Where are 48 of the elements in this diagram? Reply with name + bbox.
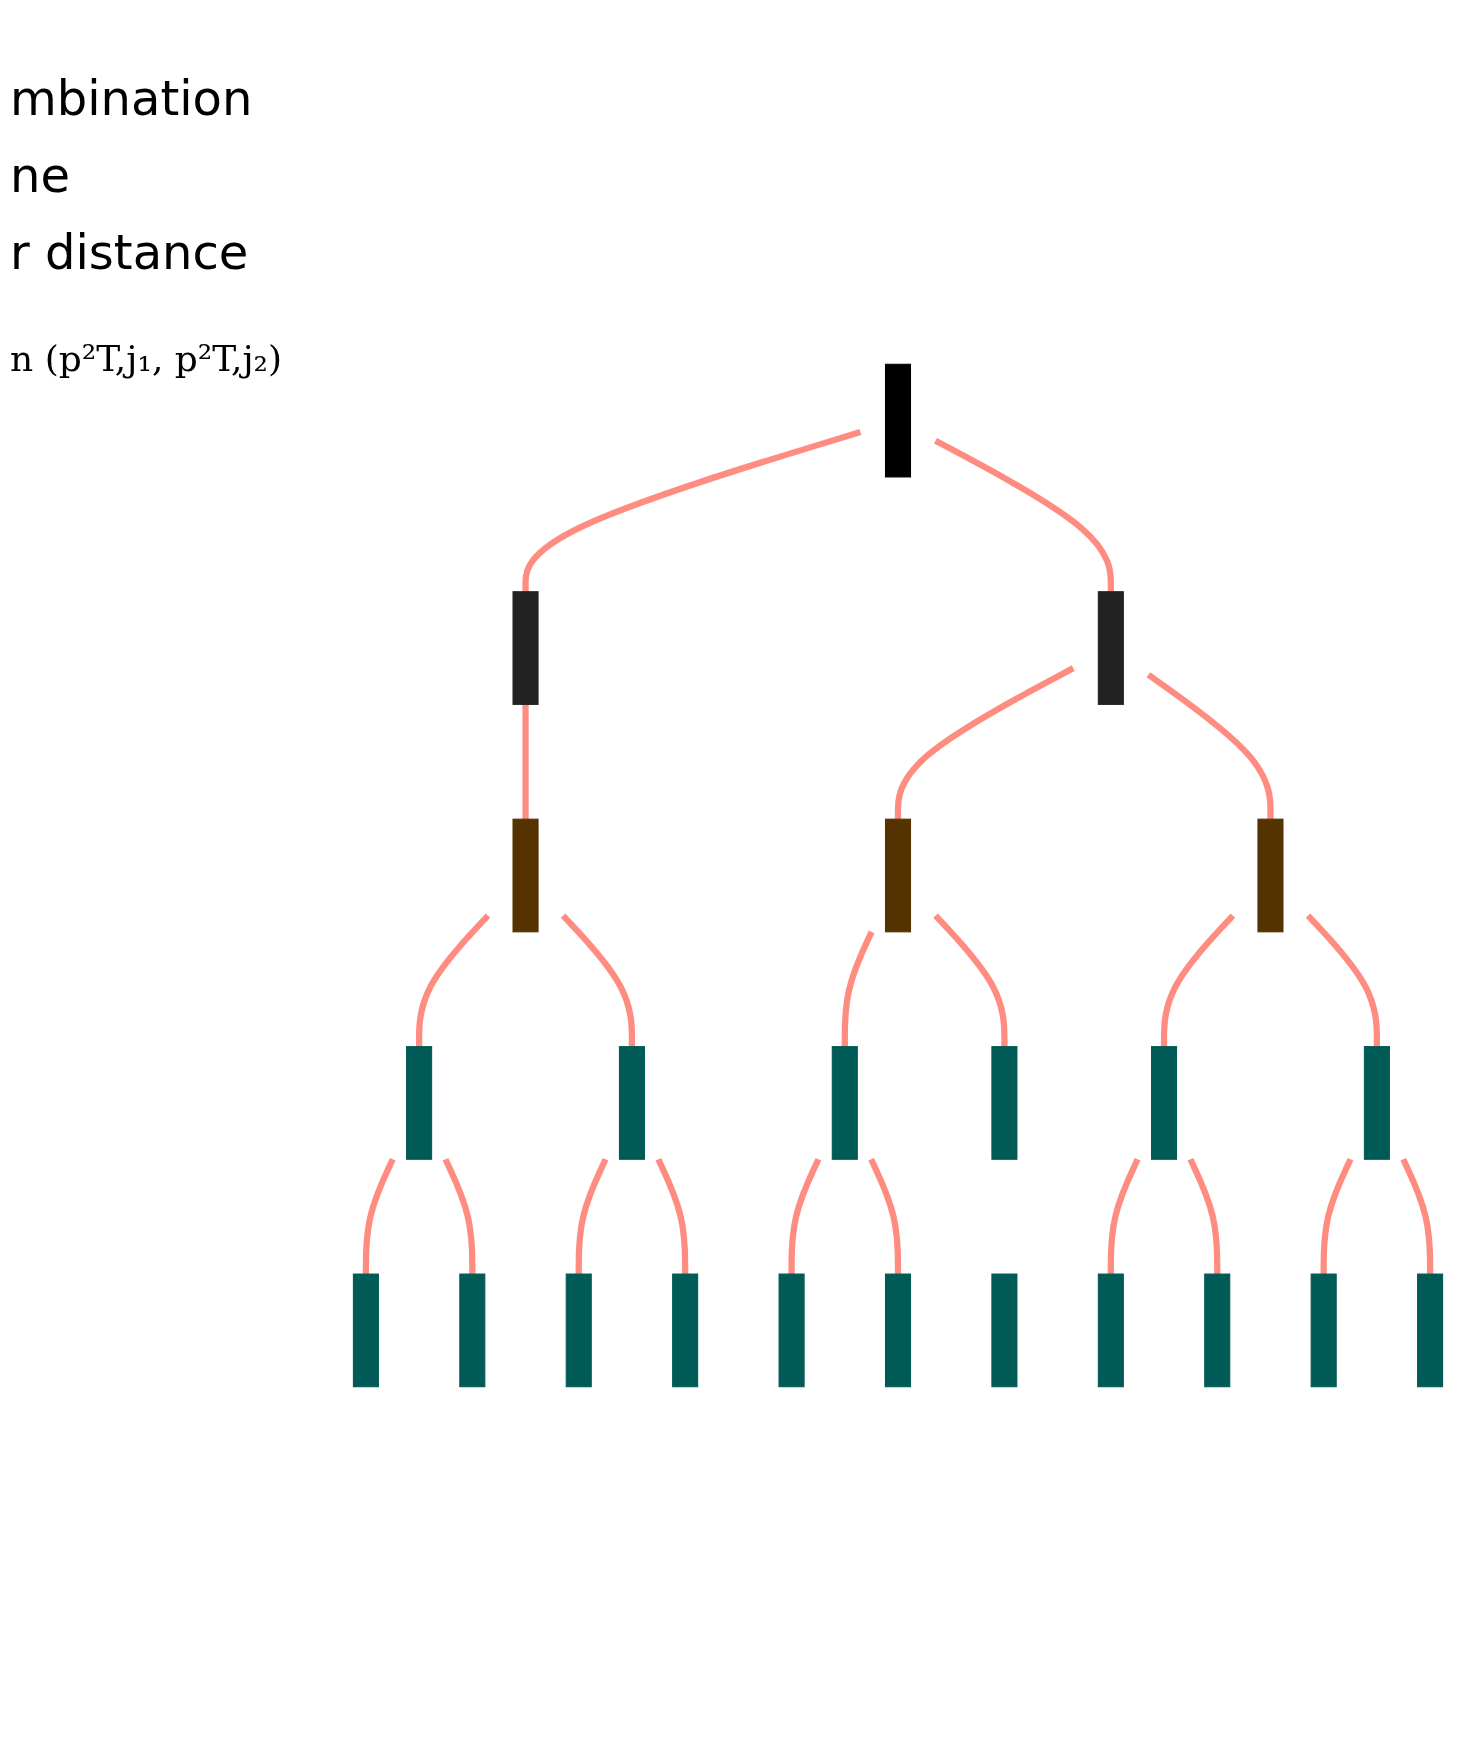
- node-bar: [618, 1046, 645, 1160]
- node-bar: [1310, 1273, 1337, 1388]
- connector: [841, 930, 875, 1047]
- connector: [575, 1157, 609, 1275]
- connector: [442, 1157, 476, 1275]
- connector: [362, 1157, 396, 1275]
- connector: [1305, 913, 1380, 1047]
- connector: [1400, 1157, 1434, 1275]
- node-bar: [884, 818, 912, 933]
- node-bar: [672, 1273, 699, 1388]
- connector: [933, 913, 1008, 1047]
- node-bar: [884, 1273, 912, 1388]
- connector: [1187, 1157, 1221, 1275]
- connector: [522, 429, 862, 592]
- node-bar: [1097, 1273, 1124, 1388]
- node-bar: [1151, 1046, 1178, 1160]
- connector: [1107, 1157, 1141, 1275]
- node-bar: [1417, 1273, 1444, 1388]
- connector: [416, 913, 491, 1047]
- node-bar: [1363, 1046, 1390, 1160]
- node-bar: [991, 1273, 1018, 1388]
- formula-text: n (p²T,j₁, p²T,j₂): [10, 337, 284, 382]
- connector: [788, 1157, 822, 1275]
- note-text: mbination: [10, 69, 254, 128]
- node-bar: [884, 363, 912, 478]
- node-bar: [565, 1273, 592, 1388]
- node-bar: [991, 1046, 1018, 1160]
- node-bar: [1257, 818, 1284, 933]
- connector: [560, 913, 636, 1047]
- node-bar: [512, 818, 539, 933]
- connector: [1160, 913, 1236, 1047]
- node-bar: [1097, 591, 1124, 705]
- node-bar: [352, 1273, 379, 1388]
- connector: [1320, 1157, 1354, 1275]
- node-bar: [831, 1046, 858, 1160]
- node-bar: [512, 591, 539, 705]
- connector: [522, 704, 529, 820]
- node-bar: [459, 1273, 486, 1388]
- connector: [1146, 672, 1274, 820]
- note-text: ne: [10, 145, 71, 205]
- note-text: r distance: [10, 222, 250, 282]
- node-bar: [778, 1273, 805, 1388]
- connector: [655, 1157, 689, 1275]
- connector: [868, 1157, 902, 1275]
- connector: [894, 665, 1075, 820]
- node-bar: [1204, 1273, 1231, 1388]
- node-bar: [406, 1046, 433, 1160]
- connector: [934, 437, 1114, 592]
